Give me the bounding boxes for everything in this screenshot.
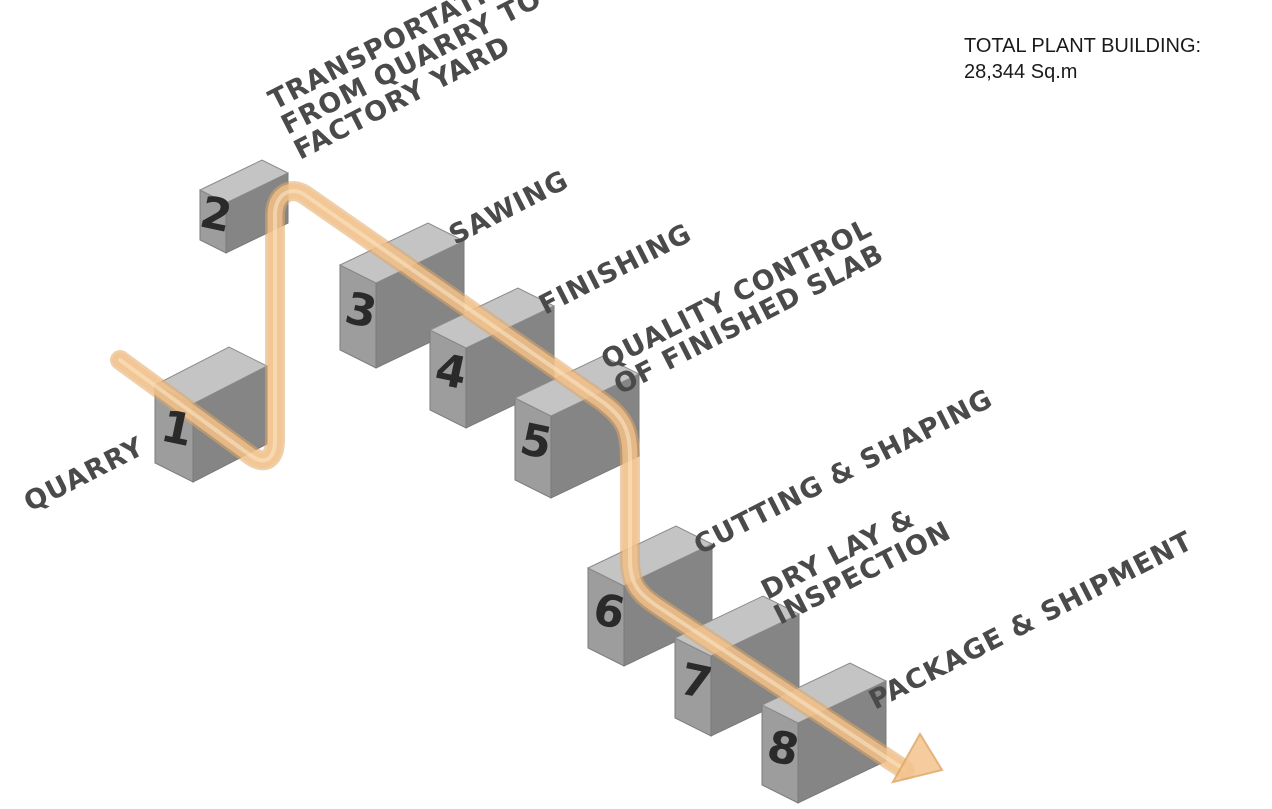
- step-label-1: QUARRY: [19, 431, 149, 518]
- step-label-line: QUARRY: [19, 431, 149, 518]
- total-plant-building-title: TOTAL PLANT BUILDING:: [964, 35, 1202, 57]
- total-plant-building-note: TOTAL PLANT BUILDING: 28,344 Sq.m: [964, 33, 1201, 85]
- flow-path-layer: [110, 181, 944, 784]
- block-top-face: [760, 662, 888, 724]
- step-label-line: QUALITY CONTROL: [596, 213, 877, 376]
- total-plant-building-area: 28,344 Sq.m: [964, 61, 1078, 83]
- step-label-3: SAWING: [444, 165, 574, 252]
- flow-ribbon-highlight: [118, 189, 907, 772]
- step-label-line: SAWING: [444, 165, 574, 252]
- block-top-face: [198, 159, 290, 204]
- block-top-face: [586, 525, 714, 587]
- step-label-line: FINISHING: [534, 218, 697, 321]
- process-block-2: [198, 159, 290, 254]
- step-label-4: FINISHING: [534, 218, 697, 321]
- process-block-8: [760, 662, 888, 804]
- flow-arrowhead: [890, 732, 944, 784]
